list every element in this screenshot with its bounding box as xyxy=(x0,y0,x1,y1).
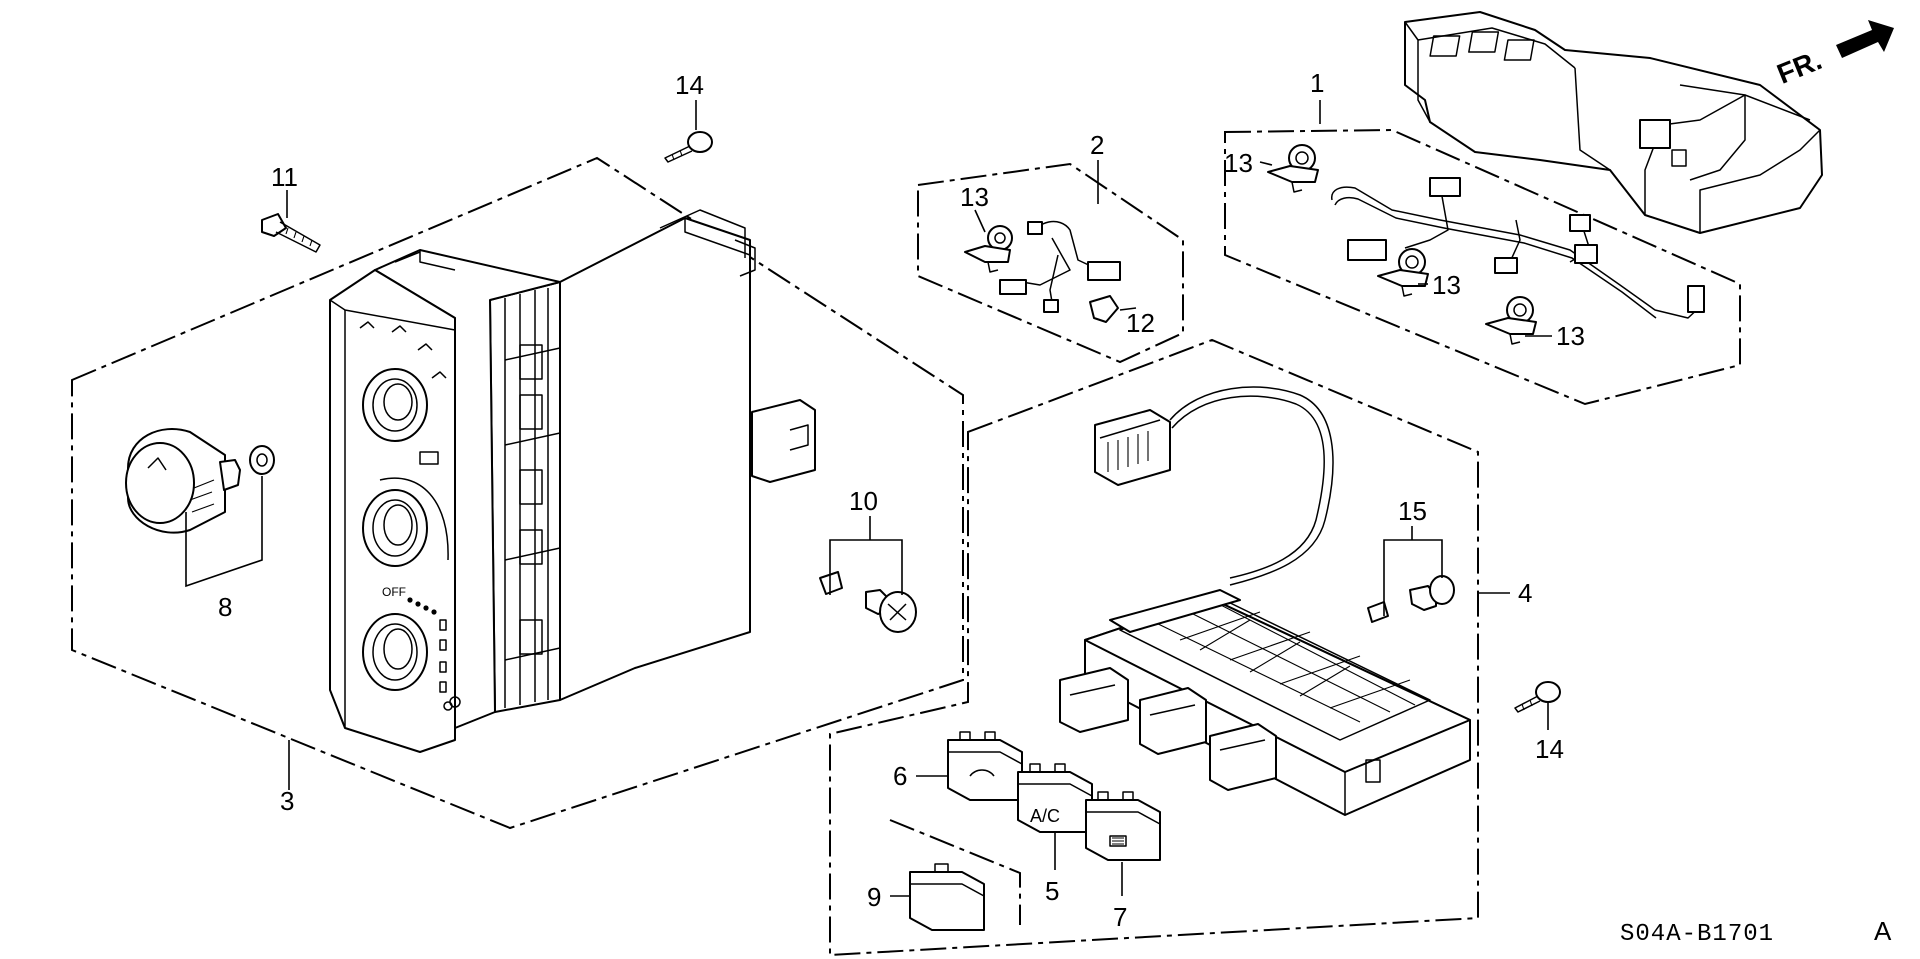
panel-off-marking: OFF xyxy=(382,585,406,599)
callout-8: 8 xyxy=(218,592,232,622)
leader-lines xyxy=(185,100,1552,897)
front-direction-indicator: FR. xyxy=(1773,20,1894,90)
callout-11: 11 xyxy=(271,162,298,192)
callout-9: 9 xyxy=(867,882,881,912)
clip-13-part-d xyxy=(1485,296,1537,345)
heater-control-panel: OFF xyxy=(329,209,816,753)
clip-12-part xyxy=(1089,295,1119,323)
callout-14-a: 14 xyxy=(675,70,704,100)
rear-defrost-button-part xyxy=(1085,791,1161,861)
drawing-code: S04A-B1701 A xyxy=(1620,916,1892,948)
group-outline-4 xyxy=(829,338,1479,957)
callout-5: 5 xyxy=(1045,876,1059,906)
bulb-holder-15-part xyxy=(1367,575,1455,623)
callout-13-c: 13 xyxy=(1432,270,1461,300)
bulb-holder-10-part xyxy=(819,571,917,633)
callout-15: 15 xyxy=(1398,496,1427,526)
clip-13-part-b xyxy=(1267,144,1319,193)
callout-12: 12 xyxy=(1126,308,1155,338)
drawing-code-suffix: A xyxy=(1874,916,1892,946)
callout-4: 4 xyxy=(1518,578,1532,608)
callout-10: 10 xyxy=(849,486,878,516)
callout-6: 6 xyxy=(893,761,907,791)
direction-label: FR. xyxy=(1773,44,1826,90)
sub-harness xyxy=(999,220,1121,313)
group-outline-1 xyxy=(1224,128,1741,406)
callout-13-d: 13 xyxy=(1556,321,1585,351)
screw-14-part-a xyxy=(664,131,713,163)
center-console-panel xyxy=(1404,11,1823,234)
callout-1: 1 xyxy=(1310,68,1324,98)
callout-2: 2 xyxy=(1090,130,1104,160)
group-outline-2 xyxy=(917,162,1184,364)
clip-13-part-c xyxy=(1377,248,1429,297)
arrow-right-icon xyxy=(1836,20,1894,58)
screw-14-part-b xyxy=(1514,681,1561,713)
callout-7: 7 xyxy=(1113,902,1127,932)
bolt-11-part xyxy=(261,213,321,253)
ac-switch-unit xyxy=(1059,386,1471,816)
blank-plug-9-part xyxy=(909,863,985,931)
clip-13-part-a xyxy=(964,225,1013,273)
control-knob xyxy=(125,428,275,534)
callout-14-b: 14 xyxy=(1535,734,1564,764)
callout-13-b: 13 xyxy=(960,182,989,212)
callout-3: 3 xyxy=(280,786,294,816)
ac-button-part: A/C xyxy=(1017,763,1093,833)
callout-13-a: 13 xyxy=(1224,148,1253,178)
main-harness xyxy=(1331,177,1705,319)
defrost-button-part xyxy=(947,731,1023,801)
ac-button-marking: A/C xyxy=(1030,806,1060,826)
group-outline-3 xyxy=(71,156,964,830)
group-outline-9 xyxy=(889,819,1021,925)
drawing-code-text: S04A-B1701 xyxy=(1620,921,1774,948)
